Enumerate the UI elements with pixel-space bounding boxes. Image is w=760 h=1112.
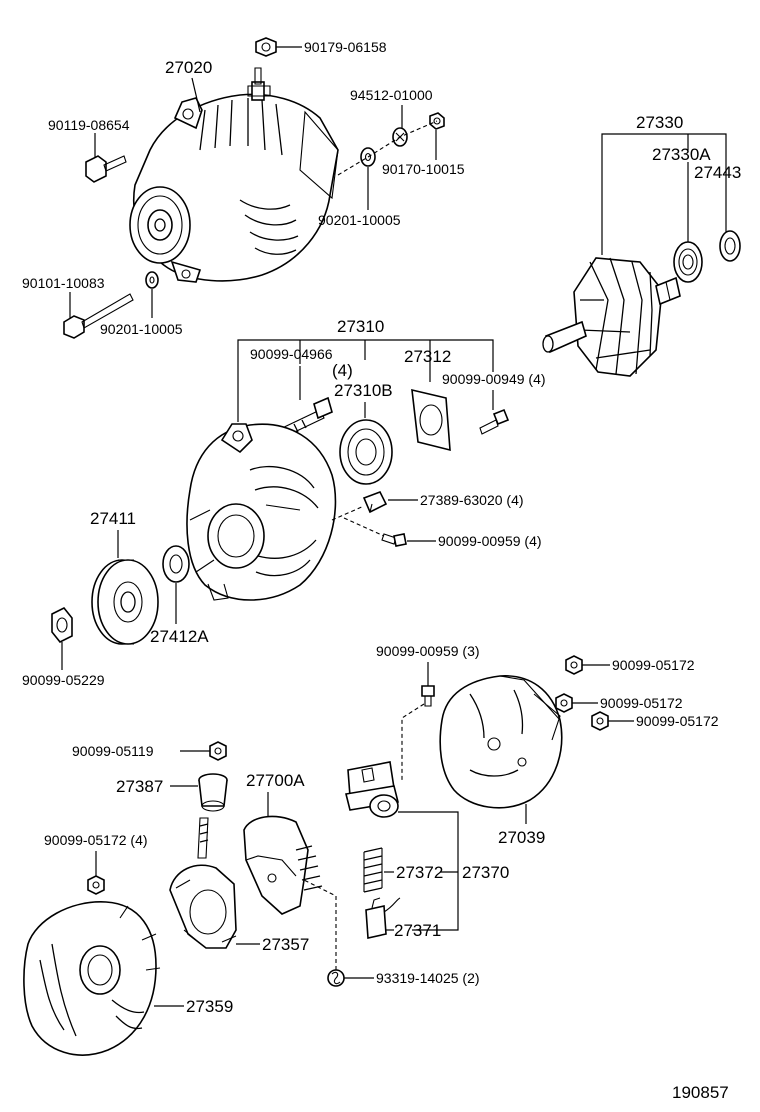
spacer-27412A[interactable] bbox=[162, 545, 190, 583]
label-27387: 27387 bbox=[116, 777, 163, 796]
pulley-27411[interactable] bbox=[91, 559, 159, 645]
bearing-cover-27443[interactable] bbox=[719, 230, 741, 262]
rotor-27330[interactable] bbox=[542, 257, 681, 377]
diagram-id: 190857 bbox=[672, 1083, 729, 1102]
label-27412A: 27412A bbox=[150, 627, 209, 646]
label-90099-05172-b: 90099-05172 bbox=[600, 695, 683, 711]
label-27310B: 27310B bbox=[334, 381, 393, 400]
drive-end-frame-27310[interactable] bbox=[186, 423, 337, 601]
label-27312: 27312 bbox=[404, 347, 451, 366]
nut-90099-05172-d[interactable] bbox=[87, 875, 105, 895]
nut-90099-05119[interactable] bbox=[209, 741, 227, 761]
label-90099-05172-c: 90099-05172 bbox=[636, 713, 719, 729]
label-90099-00949: 90099-00949 (4) bbox=[442, 371, 546, 387]
label-93319-14025: 93319-14025 (2) bbox=[376, 970, 480, 986]
screw-90099-00949[interactable] bbox=[479, 408, 510, 435]
label-27411: 27411 bbox=[90, 509, 136, 528]
bearing-27330A[interactable] bbox=[673, 241, 703, 283]
brush-27371[interactable] bbox=[365, 897, 401, 939]
label-90101-10083: 90101-10083 bbox=[22, 275, 105, 291]
rear-end-cover-27039[interactable] bbox=[439, 675, 563, 809]
alternator-assembly-27020[interactable] bbox=[129, 67, 339, 283]
nut-90099-05172-b[interactable] bbox=[555, 693, 573, 713]
label-27357: 27357 bbox=[262, 935, 309, 954]
label-90099-05172-a: 90099-05172 bbox=[612, 657, 695, 673]
label-27372: 27372 bbox=[396, 863, 443, 882]
insulator-27387[interactable] bbox=[198, 773, 228, 812]
label-90099-00959-4: 90099-00959 (4) bbox=[438, 533, 542, 549]
screw-90099-00959-3[interactable] bbox=[421, 685, 435, 707]
brush-spring-27372[interactable] bbox=[363, 847, 383, 893]
label-27310: 27310 bbox=[337, 317, 384, 336]
label-90119-08654: 90119-08654 bbox=[48, 117, 130, 133]
screw-90099-00959-4[interactable] bbox=[381, 533, 407, 547]
label-90099-05119: 90099-05119 bbox=[72, 743, 154, 759]
screw-93319-14025[interactable] bbox=[327, 969, 345, 987]
terminal-insulator[interactable] bbox=[345, 761, 399, 818]
nut-90099-05172-c[interactable] bbox=[591, 711, 609, 731]
label-27039: 27039 bbox=[498, 828, 545, 847]
nut-90099-05172-a[interactable] bbox=[565, 655, 583, 675]
nut-90099-05229[interactable] bbox=[51, 606, 73, 644]
label-90201-10005-top: 90201-10005 bbox=[318, 212, 401, 228]
label-27443: 27443 bbox=[694, 163, 741, 182]
nut-90179-06158[interactable] bbox=[255, 37, 277, 57]
label-90170-10015: 90170-10015 bbox=[382, 161, 465, 177]
label-qty-4: (4) bbox=[332, 361, 353, 380]
rear-end-frame-27359[interactable] bbox=[23, 901, 161, 1056]
washer-90201-10005-top[interactable] bbox=[360, 147, 376, 167]
retainer-plate-27312[interactable] bbox=[411, 388, 451, 452]
label-27330: 27330 bbox=[636, 113, 683, 132]
label-27359: 27359 bbox=[186, 997, 233, 1016]
label-27370: 27370 bbox=[462, 863, 509, 882]
bolt-90119-08654[interactable] bbox=[85, 155, 127, 183]
label-27330A: 27330A bbox=[652, 145, 711, 164]
label-90179-06158: 90179-06158 bbox=[304, 39, 387, 55]
bearing-27310B[interactable] bbox=[339, 419, 393, 485]
label-90099-00959-3: 90099-00959 (3) bbox=[376, 643, 480, 659]
label-90099-05172-4: 90099-05172 (4) bbox=[44, 832, 148, 848]
brush-holder-27357[interactable] bbox=[169, 817, 237, 949]
label-90201-10005-bottom: 90201-10005 bbox=[100, 321, 183, 337]
label-27371: 27371 bbox=[394, 921, 441, 940]
bolt-90101-10083[interactable] bbox=[63, 293, 134, 339]
label-90099-04966: 90099-04966 bbox=[250, 346, 333, 362]
label-27389-63020: 27389-63020 (4) bbox=[420, 492, 524, 508]
regulator-27700A[interactable] bbox=[243, 815, 323, 915]
insulator-27389-63020[interactable] bbox=[362, 490, 388, 514]
label-94512-01000: 94512-01000 bbox=[350, 87, 433, 103]
label-27020: 27020 bbox=[165, 58, 212, 77]
label-90099-05229: 90099-05229 bbox=[22, 672, 105, 688]
washer-90201-10005-bottom[interactable] bbox=[145, 271, 159, 289]
label-27700A: 27700A bbox=[246, 771, 305, 790]
